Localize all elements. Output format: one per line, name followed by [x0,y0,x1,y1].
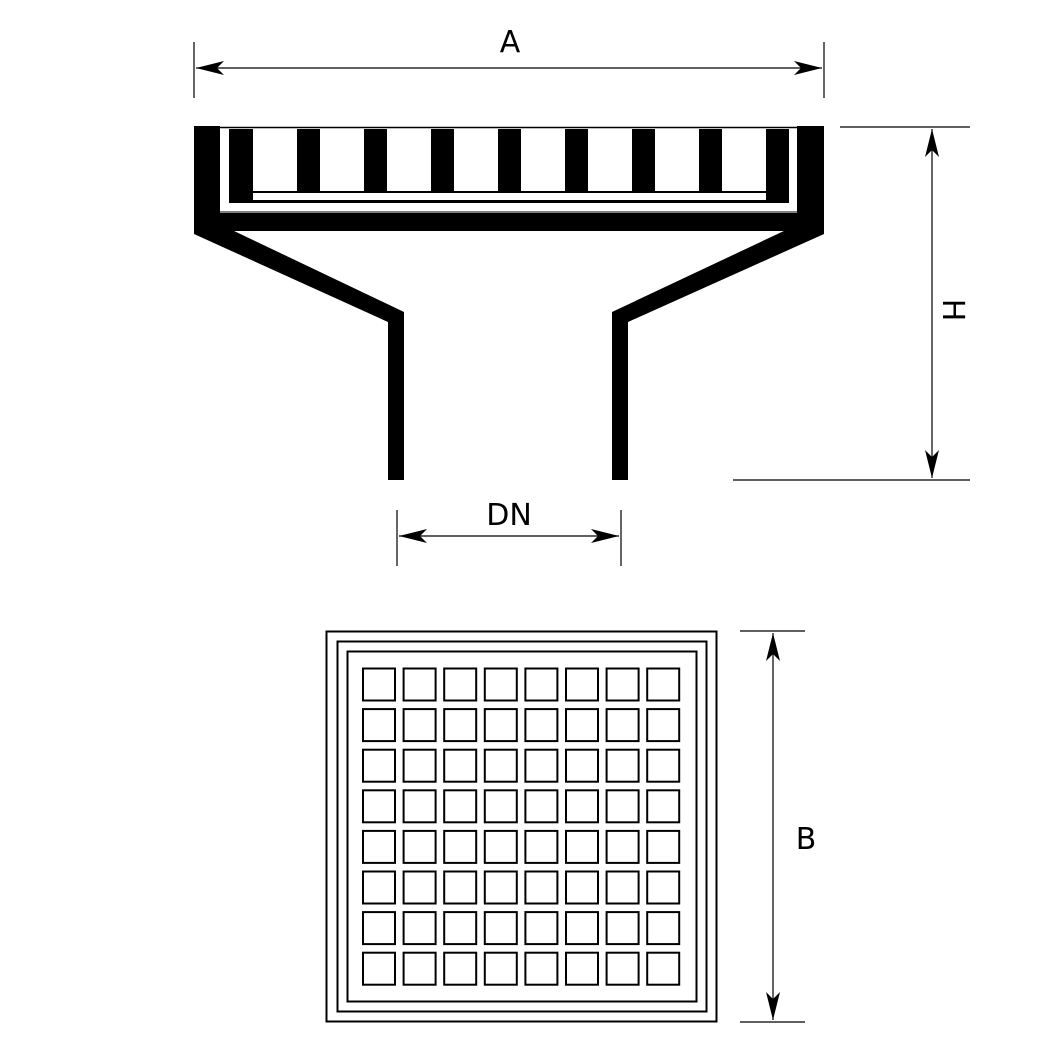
grate-opening [646,708,681,743]
grate-opening [483,870,518,905]
grate-opening [524,708,559,743]
grate-opening [362,951,396,986]
grate-bars [297,129,722,191]
grate-opening [443,667,478,702]
grate-opening [443,708,478,743]
grate-opening [565,951,599,986]
grate-opening [524,748,559,783]
grate-opening [524,829,559,864]
label-h: H [935,299,970,322]
grate-opening [605,951,640,986]
grate-opening [402,667,437,702]
grate-bar [565,129,588,191]
grate-opening [646,789,681,824]
grate-opening [362,708,396,743]
grate-opening [443,951,478,986]
grate-opening [443,911,478,946]
grate-opening [483,667,518,702]
grate-opening [646,748,681,783]
grate-opening [605,911,640,946]
grate-opening [402,829,437,864]
grate-opening [646,870,681,905]
grate-strip [253,191,766,193]
grate-opening [483,708,518,743]
grate-opening [362,789,396,824]
grate-opening [362,911,396,946]
grate-frame-left [229,129,253,203]
grate-opening [646,911,681,946]
dimension-a: A [193,25,825,98]
frame-bottom-bar [194,213,824,231]
dimension-b: B [740,630,817,1023]
outer-frame-right [797,126,824,230]
outer-frame-left [194,126,220,230]
plan-view [325,630,718,1023]
grate-opening [402,870,437,905]
grate-opening [483,951,518,986]
grate-opening [443,870,478,905]
grate-opening [605,829,640,864]
grate-bar [632,129,655,191]
grate-opening [565,708,599,743]
grate-opening [362,870,396,905]
grate-opening [646,829,681,864]
section-view [194,126,824,480]
grate-opening [362,829,396,864]
grate-opening [605,870,640,905]
grate-opening [402,748,437,783]
grate-opening [443,829,478,864]
grate-opening [443,789,478,824]
dimension-h: H [733,126,970,481]
grate-opening [443,748,478,783]
grate-opening [524,911,559,946]
grate-opening [362,748,396,783]
grate-bar [431,129,454,191]
grate-grid [362,667,681,986]
grate-opening [402,708,437,743]
label-dn: DN [486,498,532,533]
grate-bar [297,129,320,191]
grate-opening [565,789,599,824]
grate-opening [402,951,437,986]
grate-opening [565,829,599,864]
grate-opening [483,748,518,783]
grate-bottom [229,200,789,203]
grate-opening [646,951,681,986]
grate-opening [402,911,437,946]
grate-opening [605,667,640,702]
grate-opening [605,789,640,824]
grate-opening [646,667,681,702]
grate-opening [483,829,518,864]
grate-opening [524,789,559,824]
funnel-right [612,230,824,480]
grate-opening [483,789,518,824]
grate-opening [524,667,559,702]
dimension-dn: DN [396,498,622,566]
grate-opening [605,708,640,743]
grate-opening [565,870,599,905]
grate-opening [524,951,559,986]
grate-opening [565,748,599,783]
grate-bar [364,129,387,191]
label-b: B [796,822,817,857]
grate-opening [402,789,437,824]
grate-bar [498,129,521,191]
grate-bar [699,129,722,191]
grate-opening [362,667,396,702]
funnel-left [194,230,404,480]
grate-opening [524,870,559,905]
label-a: A [500,25,521,60]
grate-opening [565,911,599,946]
grate-opening [605,748,640,783]
grate-opening [565,667,599,702]
grate-opening [483,911,518,946]
grate-frame-right [766,129,789,203]
